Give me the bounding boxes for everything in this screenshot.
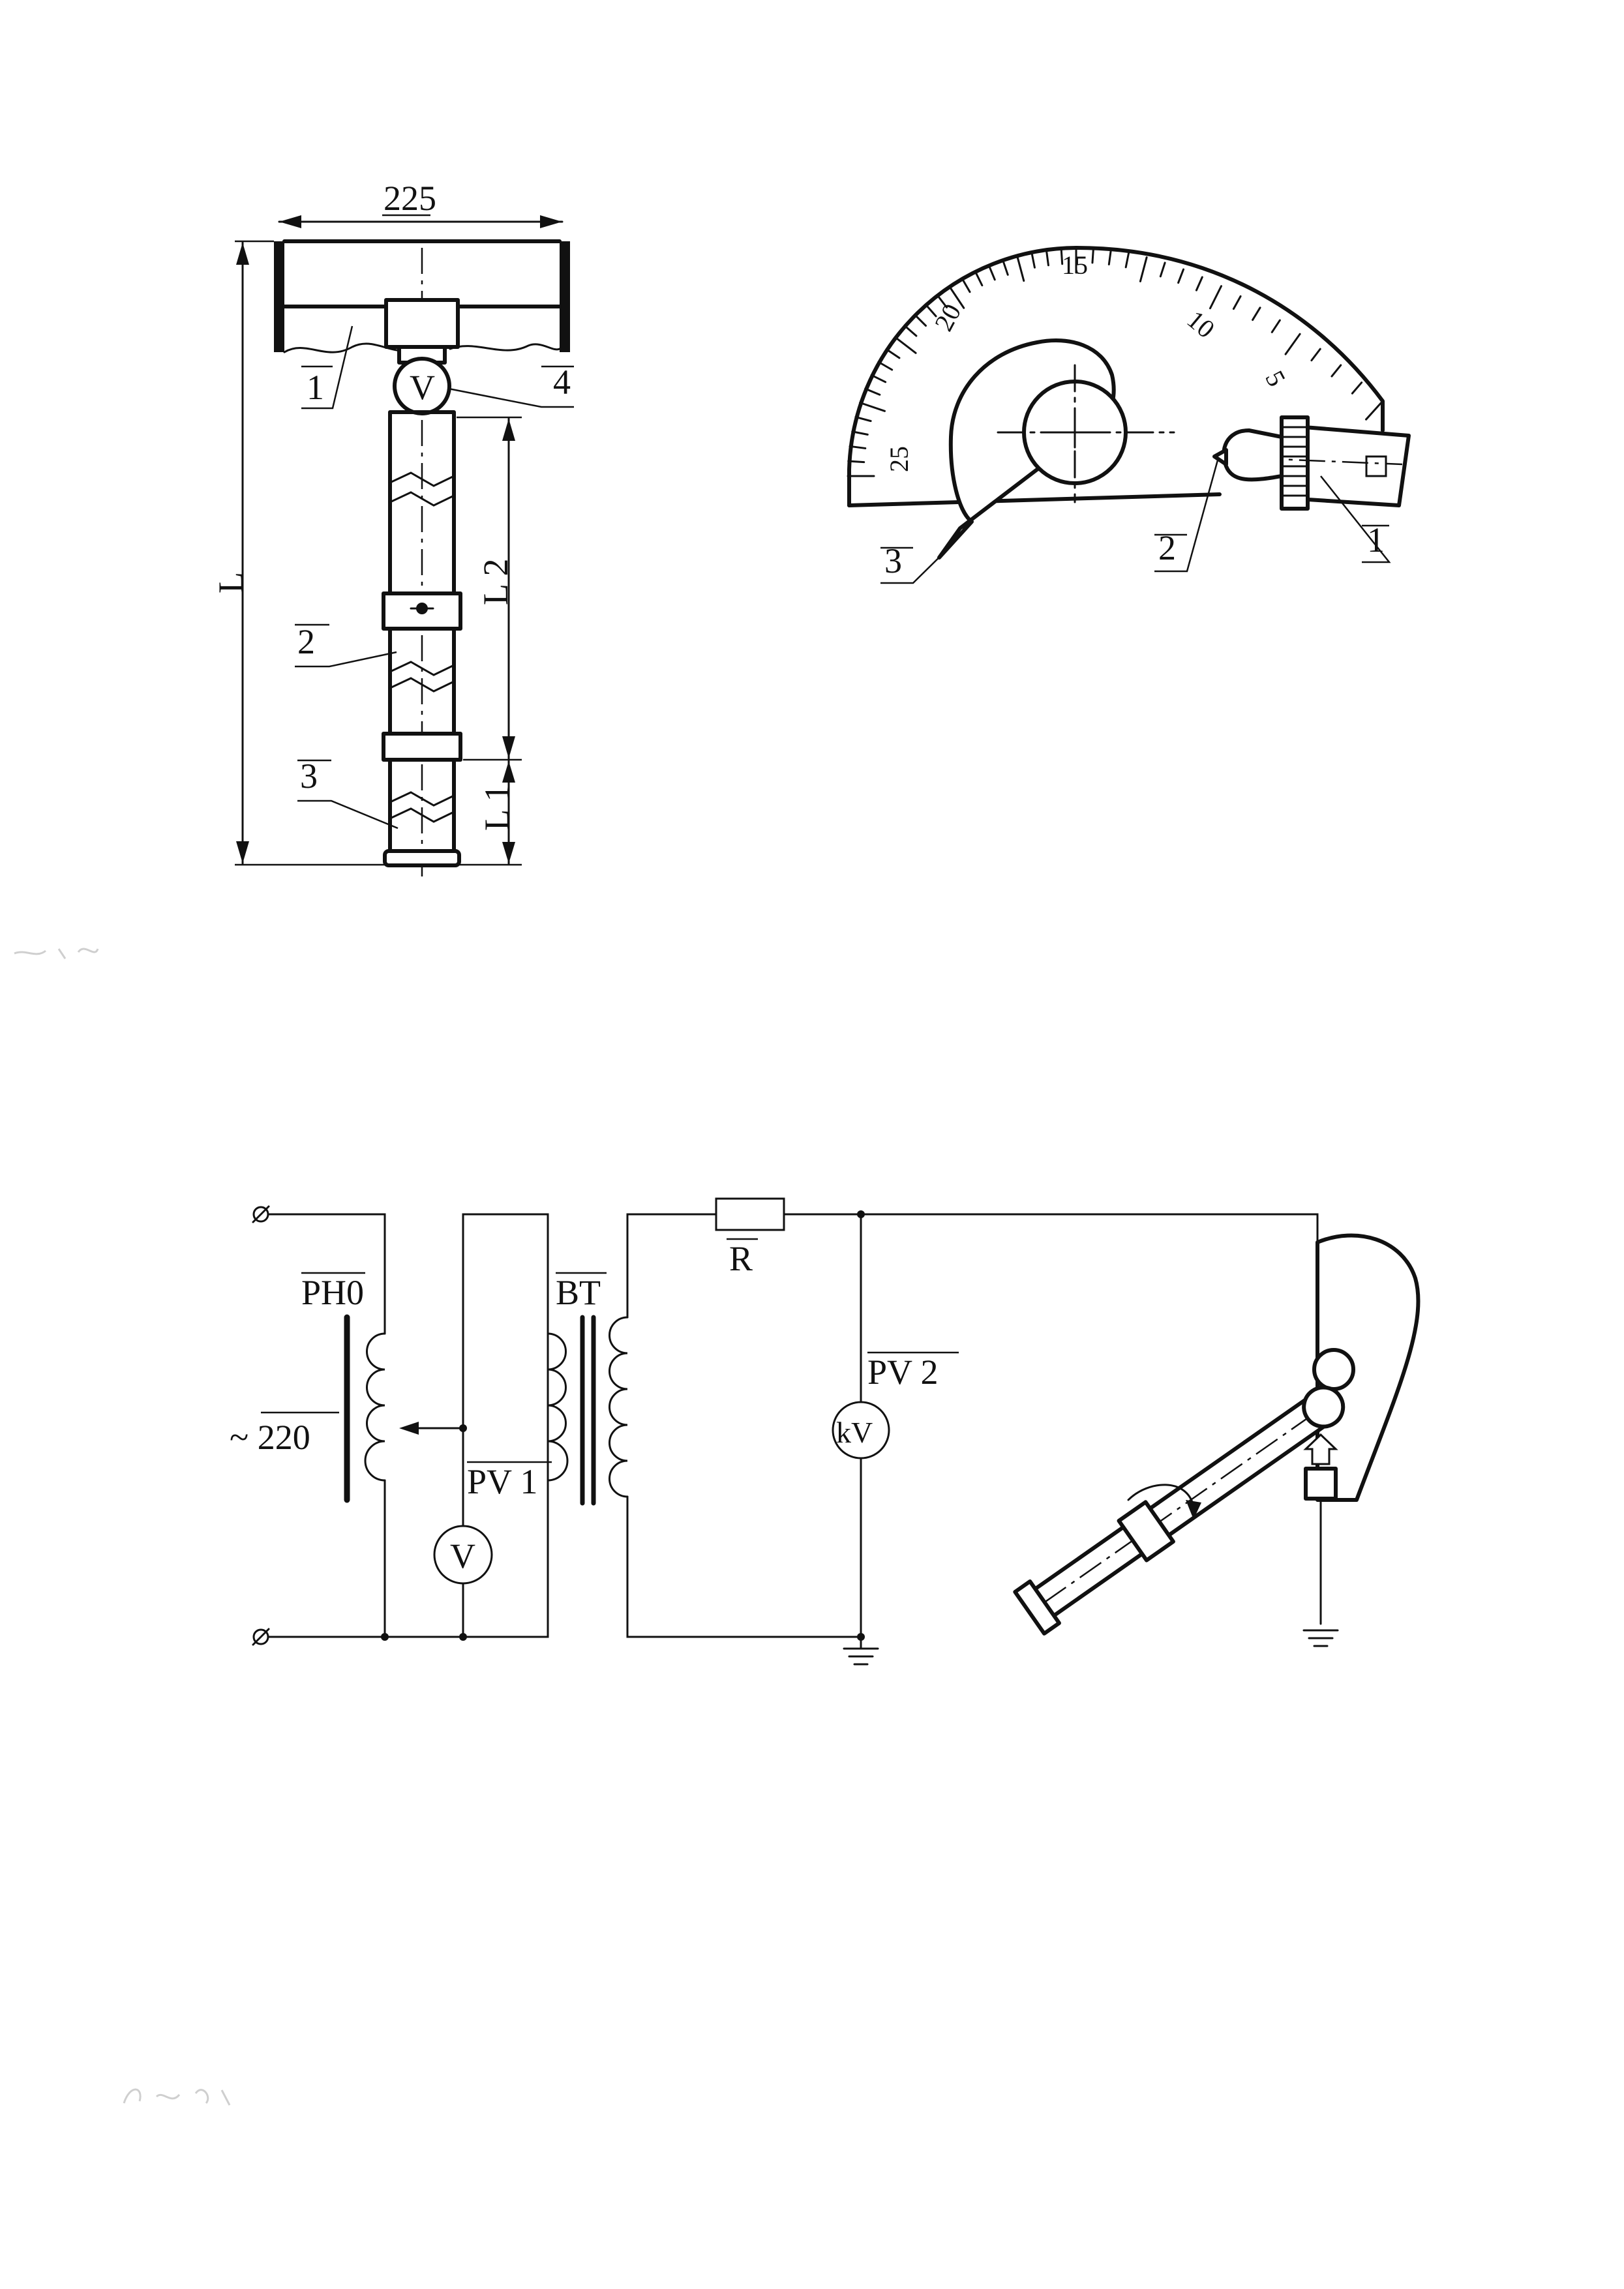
rod-head-icon bbox=[1302, 1385, 1346, 1429]
voltmeter-pv2-label: PV 2 bbox=[867, 1353, 939, 1392]
scale-tick bbox=[1091, 247, 1094, 264]
transformer-secondary bbox=[609, 1316, 629, 1498]
dimension-label-total: L bbox=[211, 572, 250, 593]
scale-tick bbox=[1195, 276, 1203, 292]
scale-tick bbox=[1351, 382, 1363, 395]
scale-ticks bbox=[847, 247, 1384, 477]
callout-3: 3 bbox=[300, 756, 318, 796]
scale-tick bbox=[1045, 248, 1049, 267]
scale-tick bbox=[1015, 254, 1025, 282]
regulator-winding bbox=[364, 1332, 386, 1482]
scale-tick bbox=[974, 270, 984, 287]
scale-tick bbox=[936, 293, 948, 308]
ground-icon bbox=[1302, 1629, 1339, 1647]
head-electrode-left bbox=[274, 241, 284, 352]
scale-tick bbox=[847, 460, 865, 464]
regulator-slider-arrow bbox=[399, 1422, 419, 1435]
scale-tick bbox=[948, 285, 965, 309]
rotation-arrow-icon bbox=[1127, 1484, 1195, 1508]
scale-tick bbox=[903, 324, 918, 337]
scale-label-5: 5 bbox=[1259, 366, 1291, 391]
scale-tick bbox=[924, 303, 937, 318]
electrode-tip bbox=[1222, 428, 1284, 482]
supply-voltage-label: ~ 220 bbox=[230, 1418, 310, 1457]
voltmeter-pv1-glyph: V bbox=[450, 1536, 475, 1576]
scale-base-line bbox=[847, 492, 1222, 507]
figure-test-circuit: PH0 ~ 220 V PV 1 BT R kV PV 2 bbox=[230, 1197, 1421, 1666]
spark-gap-electrode bbox=[1304, 1467, 1338, 1501]
scale-tick bbox=[870, 374, 887, 383]
scale-tick bbox=[877, 361, 894, 371]
scale-tick bbox=[1159, 262, 1166, 278]
head-electrode-right bbox=[560, 241, 570, 352]
scale-tick bbox=[851, 430, 869, 436]
scale-tick bbox=[864, 387, 881, 396]
scale-tick bbox=[1107, 249, 1112, 265]
dimension-label-width: 225 bbox=[383, 179, 436, 218]
scale-tick bbox=[1030, 251, 1036, 269]
scale-tick bbox=[987, 264, 996, 281]
handle-end-cap bbox=[383, 849, 461, 867]
arrowhead bbox=[279, 215, 301, 228]
rod-break-upper bbox=[389, 471, 455, 507]
scale-tick bbox=[1232, 295, 1242, 310]
regulator-label: PH0 bbox=[301, 1273, 364, 1312]
callout-4: 4 bbox=[553, 363, 571, 402]
voltmeter-pv1-label: PV 1 bbox=[467, 1462, 538, 1501]
scale-tick bbox=[961, 277, 971, 293]
voltmeter-pv2-icon bbox=[832, 1401, 890, 1459]
test-rod bbox=[1013, 1385, 1346, 1636]
rod-coupling bbox=[1117, 1500, 1175, 1563]
scale-tick bbox=[1331, 364, 1342, 378]
figure-scale-sector: 5 10 15 20 25 1 2 3 bbox=[847, 246, 1411, 584]
scale-tick bbox=[1310, 348, 1321, 362]
scale-tick bbox=[1124, 252, 1130, 269]
resistor-r bbox=[715, 1197, 785, 1231]
scale-tick bbox=[859, 401, 886, 412]
scale-tick bbox=[1365, 400, 1384, 421]
scale-label-25: 25 bbox=[884, 446, 914, 472]
scale-tick bbox=[849, 445, 867, 449]
scale-tick bbox=[1001, 259, 1009, 276]
voltmeter-pv1-icon bbox=[433, 1525, 493, 1585]
transformer-primary bbox=[547, 1332, 569, 1482]
terminal-icon bbox=[252, 1628, 270, 1646]
voltmeter-pv2-glyph: kV bbox=[836, 1416, 873, 1449]
scale-tick bbox=[914, 314, 927, 327]
scale-tick bbox=[1284, 333, 1301, 355]
arrowhead bbox=[540, 215, 562, 228]
ground-icon bbox=[843, 1636, 879, 1666]
scale-label-10: 10 bbox=[1182, 305, 1221, 344]
callout-2: 2 bbox=[297, 622, 315, 661]
terminal-icon bbox=[252, 1205, 270, 1223]
scale-label-15: 15 bbox=[1062, 250, 1088, 280]
scale-tick bbox=[1209, 285, 1222, 310]
figure-rod-indicator: 225 V L bbox=[211, 179, 574, 880]
scale-tick bbox=[885, 348, 901, 359]
scale-tick bbox=[854, 415, 872, 423]
scale-tick bbox=[1252, 307, 1261, 322]
scale-tick bbox=[1139, 256, 1148, 282]
head-break-line bbox=[283, 342, 561, 353]
pivot-icon bbox=[1312, 1348, 1355, 1391]
electrode-body bbox=[1296, 425, 1411, 507]
rod-handle-end bbox=[1013, 1579, 1061, 1636]
faint-pencil-marks bbox=[14, 948, 231, 2106]
resistor-label: R bbox=[729, 1239, 753, 1278]
transformer-label: BT bbox=[556, 1273, 601, 1312]
rod-break-middle bbox=[389, 661, 455, 693]
callout-1: 1 bbox=[307, 368, 324, 407]
rod-body bbox=[388, 410, 456, 863]
dimension-label-l1: L 1 bbox=[477, 785, 517, 831]
scale-tick bbox=[1271, 319, 1281, 333]
scale-tick bbox=[1060, 247, 1064, 265]
scale-tick bbox=[1177, 268, 1185, 284]
test-sector-electrode bbox=[1316, 1233, 1421, 1502]
rod-coupling-lower bbox=[382, 732, 462, 762]
scale-tick bbox=[894, 336, 917, 354]
dimension-label-l2: L 2 bbox=[476, 559, 515, 605]
indicator-glyph: V bbox=[410, 368, 435, 407]
rod-break-lower bbox=[389, 791, 455, 823]
